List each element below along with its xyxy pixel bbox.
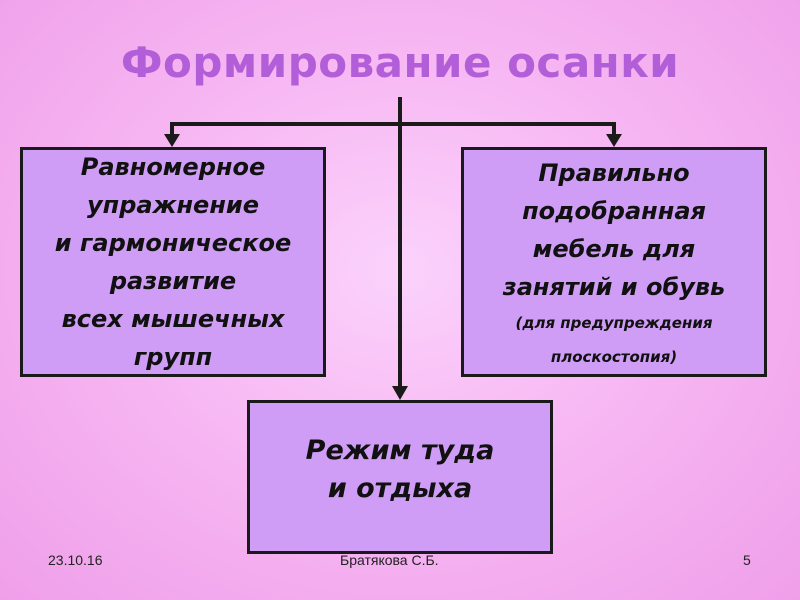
footer-date: 23.10.16 (48, 552, 103, 568)
box-left-line-3: и гармоническое (54, 229, 292, 257)
footer-page-number: 5 (743, 552, 751, 568)
box-bottom-line-1: Режим туда (305, 435, 495, 466)
box-right-note-2: плоскостопия) (550, 348, 678, 366)
slide-title: Формирование осанки (120, 38, 680, 87)
box-daily-regime: Режим туда и отдыха (247, 400, 553, 554)
box-uniform-exercise: Равномерное упражнение и гармоническое р… (20, 147, 326, 377)
arrowhead-right (606, 134, 622, 147)
box-right-note-1: (для предупреждения (515, 314, 713, 332)
box-left-line-5: всех мышечных (61, 305, 285, 333)
box-furniture-footwear: Правильно подобранная мебель для занятий… (461, 147, 767, 377)
box-left-line-6: групп (133, 343, 213, 371)
arrowhead-bottom (392, 386, 408, 400)
box-left-line-4: развитие (109, 267, 237, 295)
arrowhead-left (164, 134, 180, 147)
box-bottom-line-2: и отдыха (327, 473, 473, 504)
footer-author: Братякова С.Б. (340, 552, 439, 568)
box-right-line-1: Правильно (538, 159, 690, 187)
box-left-line-2: упражнение (86, 191, 260, 219)
box-right-line-4: занятий и обувь (502, 273, 726, 301)
box-left-line-1: Равномерное (80, 153, 266, 181)
box-right-line-3: мебель для (532, 235, 696, 263)
box-right-line-2: подобранная (522, 197, 706, 225)
